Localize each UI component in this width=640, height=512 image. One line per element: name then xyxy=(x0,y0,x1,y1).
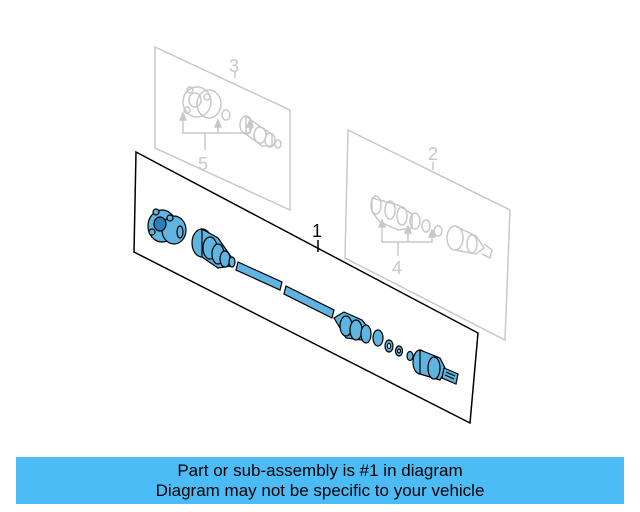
clamp-rings-icon xyxy=(384,339,414,362)
inner-boot-icon xyxy=(191,227,236,269)
outer-boot-icon xyxy=(333,311,384,347)
outer-joint-faded-icon xyxy=(446,225,493,260)
callout-3: 3 xyxy=(229,56,239,76)
callout-4: 4 xyxy=(392,258,402,278)
main-assembly-panel xyxy=(133,150,479,425)
inner-joint-faded-icon xyxy=(182,86,231,121)
axle-shaft-icon xyxy=(235,261,335,319)
tripod-joint-icon xyxy=(147,208,187,245)
subassembly-2-panel xyxy=(344,128,511,342)
info-banner: Part or sub-assembly is #1 in diagram Di… xyxy=(16,457,624,504)
banner-line-2: Diagram may not be specific to your vehi… xyxy=(155,480,485,500)
outer-boot-faded-icon xyxy=(370,195,443,237)
cv-axle-assembly xyxy=(147,208,459,385)
parts-diagram: 3 5 2 4 1 xyxy=(133,45,511,425)
callout-5: 5 xyxy=(198,154,208,174)
outer-cv-joint-icon xyxy=(412,349,459,385)
banner-line-1: Part or sub-assembly is #1 in diagram xyxy=(177,460,463,480)
callout-1: 1 xyxy=(312,221,322,241)
subassembly-3-panel xyxy=(154,45,291,212)
callout-2: 2 xyxy=(428,144,438,164)
